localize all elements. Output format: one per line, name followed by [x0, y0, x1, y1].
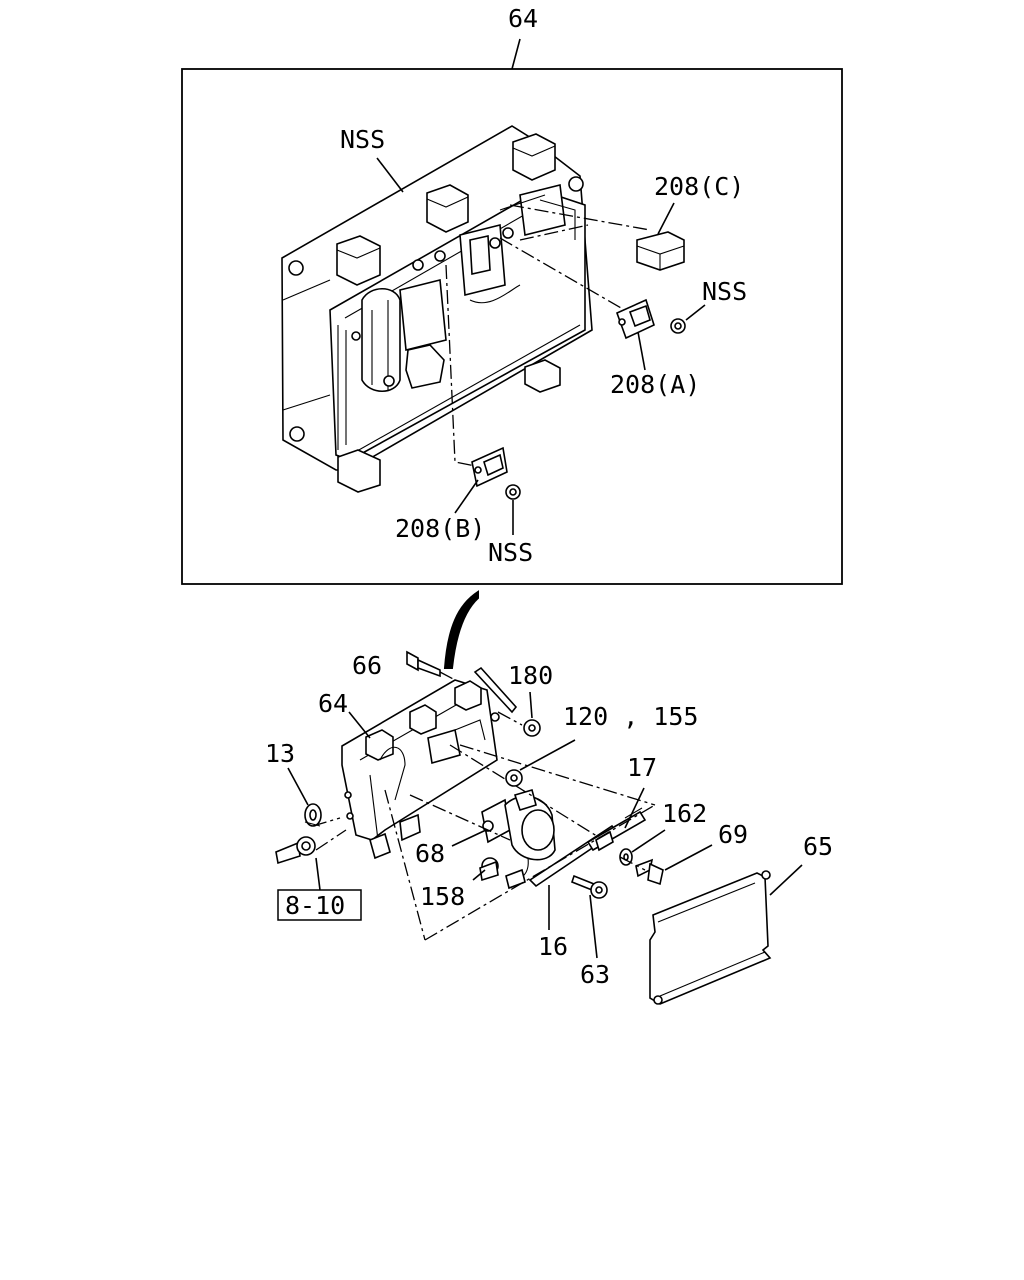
label-69: 69	[718, 820, 748, 849]
label-63: 63	[580, 960, 610, 989]
label-208c: 208(C)	[654, 172, 744, 201]
control-box-small	[341, 679, 500, 860]
label-68: 68	[415, 839, 445, 868]
assembly-line-1	[459, 744, 656, 806]
part-65-cover	[649, 870, 772, 1005]
inset-frame	[181, 68, 843, 585]
label-nss-right: NSS	[702, 277, 747, 306]
wire-handle	[473, 666, 518, 714]
label-13: 13	[265, 739, 295, 768]
part-208a	[615, 298, 655, 340]
part-180-nut	[523, 719, 541, 737]
label-nss-top: NSS	[340, 125, 385, 154]
label-64-top: 64	[508, 4, 538, 33]
ref-box-8-10	[277, 889, 362, 921]
part-68-solenoid	[481, 789, 556, 890]
part-17-rod	[586, 807, 647, 852]
part-158-clip	[479, 857, 499, 882]
assembly-line-6	[619, 856, 646, 871]
label-65: 65	[803, 832, 833, 861]
leader-top-64	[511, 38, 521, 70]
label-208a: 208(A)	[610, 370, 700, 399]
label-8-10: 8-10	[285, 891, 345, 920]
nut-nss-bottom	[505, 484, 521, 500]
exploded-assembly: 66 180 64 120 , 155 13 17 162 69 65 68 1…	[265, 650, 833, 1005]
assembly-line-2	[449, 744, 601, 839]
label-17: 17	[627, 753, 657, 782]
callout-curve	[443, 590, 479, 669]
part-208b	[471, 446, 508, 488]
detail-inset: 64 NSS 208(C) NSS 208(A) 208(B) NSS	[181, 4, 843, 585]
part-13-grommet	[304, 803, 322, 827]
proj-208c-2	[519, 224, 589, 241]
label-162: 162	[662, 799, 707, 828]
label-64: 64	[318, 689, 348, 718]
assembly-line-5	[409, 794, 511, 841]
assembly-line-3	[424, 804, 656, 941]
label-nss-bottom: NSS	[488, 538, 533, 567]
label-120-155: 120 , 155	[563, 702, 698, 731]
assembly-line-4	[384, 789, 426, 941]
part-63-bolt	[571, 874, 608, 899]
proj-208c	[509, 204, 651, 231]
label-16: 16	[538, 932, 568, 961]
control-box-large	[281, 125, 593, 493]
label-66: 66	[352, 651, 382, 680]
part-69-bolt	[635, 858, 664, 886]
label-180: 180	[508, 661, 553, 690]
part-66-bolt	[406, 650, 441, 678]
label-208b: 208(B)	[395, 514, 485, 543]
part-120-155-nut	[505, 769, 523, 787]
part-8-10-plug	[275, 836, 316, 865]
part-208c	[636, 231, 685, 271]
label-158: 158	[420, 882, 465, 911]
nut-nss-right	[670, 318, 686, 334]
